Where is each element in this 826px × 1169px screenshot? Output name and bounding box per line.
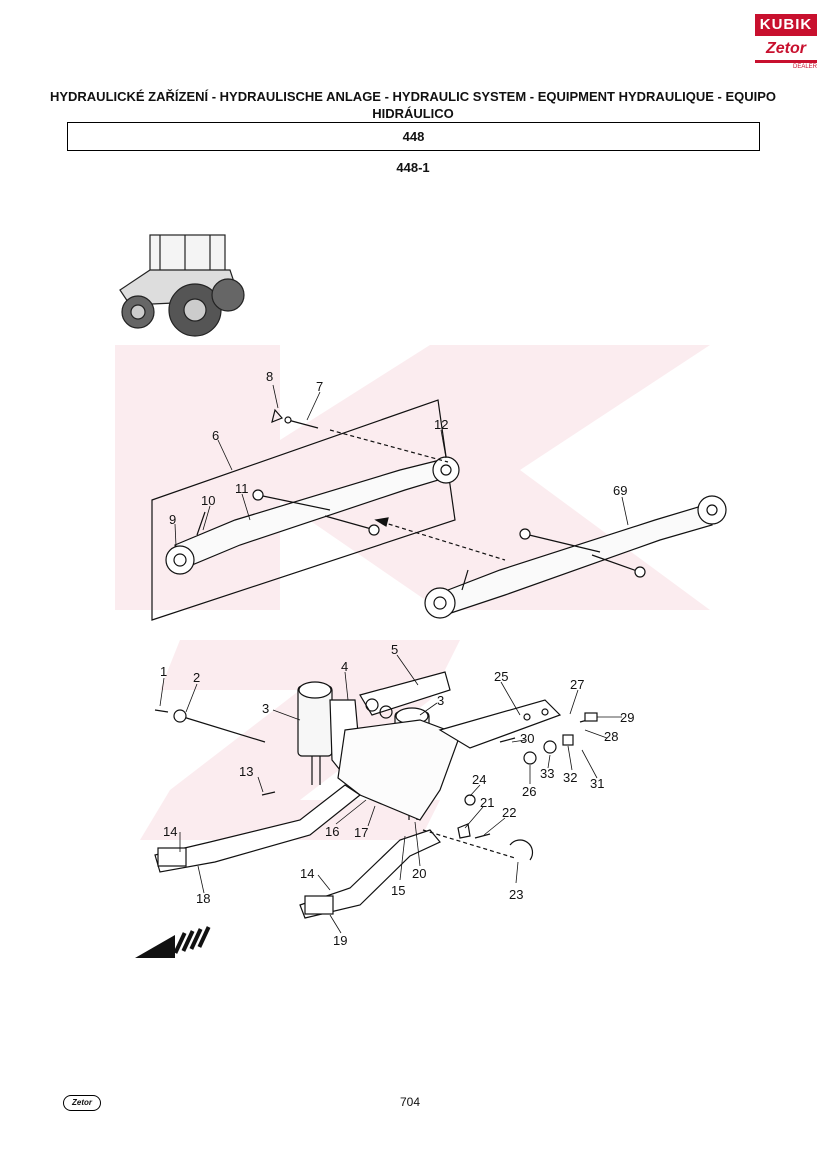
callout-16: 16 — [325, 824, 339, 839]
callout-3: 3 — [437, 693, 444, 708]
callout-9: 9 — [169, 512, 176, 527]
subgroup-code: 448-1 — [396, 160, 430, 175]
kubik-zetor-logo: KUBIK Zetor DEALER — [755, 14, 817, 72]
tractor-thumbnail — [119, 234, 245, 337]
zetor-brand: Zetor — [755, 38, 817, 63]
callout-32: 32 — [563, 770, 577, 785]
callout-15: 15 — [391, 883, 405, 898]
callout-19: 19 — [333, 933, 347, 948]
callout-31: 31 — [590, 776, 604, 791]
front-hitch-frame — [154, 671, 598, 919]
callout-11: 11 — [235, 481, 249, 496]
callout-24: 24 — [472, 772, 486, 787]
callout-30: 30 — [520, 731, 534, 746]
callout-20: 20 — [412, 866, 426, 881]
callout-4: 4 — [341, 659, 348, 674]
exploded-parts-diagram: 1 2 3 3 4 5 6 7 8 9 10 11 12 13 14 14 15… — [115, 234, 727, 958]
callout-69: 69 — [613, 483, 627, 498]
leader-lines — [159, 384, 629, 934]
callout-6: 6 — [212, 428, 219, 443]
alternative-top-link — [424, 495, 727, 619]
callout-22: 22 — [502, 805, 516, 820]
callout-1: 1 — [160, 664, 167, 679]
top-link-panel — [151, 399, 506, 621]
page-number: 704 — [399, 1095, 421, 1109]
callout-28: 28 — [604, 729, 618, 744]
callout-14: 14 — [300, 866, 314, 881]
travel-direction-arrow — [135, 926, 211, 958]
callout-33: 33 — [540, 766, 554, 781]
dealer-tagline: DEALER — [792, 64, 817, 70]
callout-7: 7 — [316, 379, 323, 394]
callout-18: 18 — [196, 891, 210, 906]
group-number-box: 448 — [67, 122, 760, 151]
page-title: HYDRAULICKÉ ZAŘÍZENÍ - HYDRAULISCHE ANLA… — [49, 89, 777, 121]
callout-5: 5 — [391, 642, 398, 657]
callout-29: 29 — [620, 710, 634, 725]
callout-21: 21 — [480, 795, 494, 810]
callout-12: 12 — [434, 417, 448, 432]
callout-27: 27 — [570, 677, 584, 692]
callout-25: 25 — [494, 669, 508, 684]
callout-8: 8 — [266, 369, 273, 384]
callout-10: 10 — [201, 493, 215, 508]
callout-2: 2 — [193, 670, 200, 685]
callout-26: 26 — [522, 784, 536, 799]
callout-17: 17 — [354, 825, 368, 840]
footer-zetor-logo: Zetor — [63, 1095, 101, 1111]
callout-13: 13 — [239, 764, 253, 779]
callout-14: 14 — [163, 824, 177, 839]
callout-23: 23 — [509, 887, 523, 902]
callout-3: 3 — [262, 701, 269, 716]
kubik-brand: KUBIK — [755, 14, 817, 36]
